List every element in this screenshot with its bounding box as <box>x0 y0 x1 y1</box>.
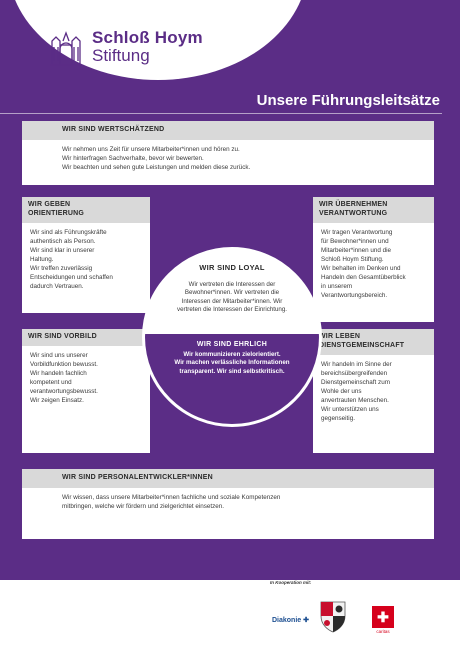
card-body: Wir handeln im Sinne der bereichsübergre… <box>313 355 434 430</box>
circle-line: Wir kommunizieren zielorientiert. <box>183 350 281 358</box>
card-vorbild: WIR SIND VORBILD Wir sind uns unserer Vo… <box>22 329 150 453</box>
card-line: Wir sind als Führungskräfte <box>30 228 107 236</box>
card-line: Wir behalten im Denken und <box>321 265 401 272</box>
card-heading: WIR SIND VORBILD <box>22 329 150 346</box>
logo-line-2: Stiftung <box>92 46 150 65</box>
card-heading-line: WIR LEBEN <box>319 333 361 340</box>
center-circle: WIR SIND LOYAL Wir vertreten die Interes… <box>142 247 322 427</box>
circle-heading: WIR SIND LOYAL <box>199 263 265 272</box>
card-line: Entscheidungen und schaffen <box>30 274 113 282</box>
card-body: Wir sind als Führungskräfte authentisch … <box>22 223 150 298</box>
card-line: Wir zeigen Einsatz. <box>30 397 84 405</box>
caritas-label: caritas <box>376 629 390 634</box>
card-body: Wir tragen Verantwortung für Bewohner*in… <box>313 223 434 307</box>
diakonie-logo: Diakonie ✚ <box>272 616 309 624</box>
card-line: Verantwortungsbereich. <box>321 292 388 300</box>
circle-heading: WIR SIND EHRLICH <box>196 340 268 348</box>
circle-line: Interessen der Mitarbeiter*innen. Wir <box>181 297 283 305</box>
card-line: Wir beachten und sehen gute Leistungen u… <box>62 164 251 171</box>
card-body: Wir wissen, dass unsere Mitarbeiter*inne… <box>22 488 434 517</box>
card-line: mitbringen, welche wir fördern und zielg… <box>62 502 225 510</box>
circle-line: Wir machen verlässliche Informationen <box>174 359 290 367</box>
card-line: Wir hinterfragen Sachverhalte, bevor wir… <box>62 154 204 162</box>
card-orientierung: WIR GEBEN ORIENTIERUNG Wir sind als Führ… <box>22 197 150 313</box>
card-body: Wir nehmen uns Zeit für unsere Mitarbeit… <box>22 140 434 178</box>
card-line: Wir nehmen uns Zeit für unsere Mitarbeit… <box>62 145 240 153</box>
card-personalentwickler: WIR SIND PERSONALENTWICKLER*INNEN Wir wi… <box>22 469 434 539</box>
card-line: in unserem <box>321 283 353 291</box>
card-line: Wir unterstützen uns <box>321 406 379 414</box>
card-line: bereichsübergreifenden <box>321 369 388 377</box>
circle-line: Wir vertreten die Interessen der <box>188 281 276 288</box>
card-heading: WIR SIND WERTSCHÄTZEND <box>22 121 434 140</box>
card-line: Wir treffen zuverlässig <box>30 265 93 272</box>
title-divider <box>0 113 442 114</box>
circle-line: vertreten die Interessen der Einrichtung… <box>176 306 288 314</box>
card-line: verantwortungsbewusst. <box>30 388 98 396</box>
card-heading: WIR ÜBERNEHMEN VERANTWORTUNG <box>313 197 434 223</box>
card-dienstgemeinschaft: WIR LEBEN DIENSTGEMEINSCHAFT Wir handeln… <box>313 329 434 453</box>
card-wertschaetzend: WIR SIND WERTSCHÄTZEND Wir nehmen uns Ze… <box>22 121 434 185</box>
card-heading-line: ORIENTIERUNG <box>28 209 85 217</box>
card-line: Mitarbeiter*innen und die <box>321 246 392 254</box>
card-line: Wir tragen Verantwortung <box>321 228 393 236</box>
card-heading-line: VERANTWORTUNG <box>319 209 388 217</box>
page-title: Unsere Führungsleitsätze <box>256 92 440 109</box>
card-line: Wir wissen, dass unsere Mitarbeiter*inne… <box>62 493 281 501</box>
card-line: Wir handeln im Sinne der <box>321 360 392 368</box>
caritas-flame-cross-icon: ✚ <box>372 606 394 628</box>
circle-line: transparent. Wir sind selbstkritisch. <box>179 367 285 375</box>
card-line: authentisch als Person. <box>30 237 96 245</box>
cooperation-label: In Kooperation mit: <box>270 580 312 585</box>
card-verantwortung: WIR ÜBERNEHMEN VERANTWORTUNG Wir tragen … <box>313 197 434 322</box>
card-line: dadurch Vertrauen. <box>30 283 84 291</box>
circle-body: Wir kommunizieren zielorientiert. Wir ma… <box>159 351 305 377</box>
card-line: Wohle der uns <box>321 387 362 395</box>
card-line: Wir sind klar in unserer <box>30 246 95 254</box>
card-line: anvertrauten Menschen. <box>321 397 389 404</box>
card-line: Handeln den Gesamtüberblick <box>321 274 406 282</box>
card-line: Wir sind uns unserer <box>30 351 88 359</box>
card-body: Wir sind uns unserer Vorbildfunktion bew… <box>22 346 150 412</box>
card-line: Vorbildfunktion bewusst. <box>30 360 98 368</box>
card-line: Haltung. <box>30 255 54 263</box>
diakonie-wordmark: Diakonie <box>272 617 302 624</box>
card-line: gegenseitig. <box>321 415 355 423</box>
logo: Schloß Hoym Stiftung <box>48 25 203 69</box>
castle-gate-icon <box>50 31 82 66</box>
coat-of-arms-icon <box>320 601 346 633</box>
card-line: Schloß Hoym Stiftung. <box>321 255 384 263</box>
logo-line-1: Schloß Hoym <box>92 28 203 48</box>
circle-ehrlich: WIR SIND EHRLICH Wir kommunizieren zielo… <box>145 333 319 424</box>
card-line: Wir handeln fachlich <box>30 370 87 377</box>
circle-loyal: WIR SIND LOYAL Wir vertreten die Interes… <box>145 250 319 334</box>
card-line: Dienstgemeinschaft zum <box>321 378 390 386</box>
circle-line: Bewohner*innen. Wir vertreten die <box>184 289 280 297</box>
card-heading-line: WIR GEBEN <box>28 201 71 208</box>
card-line: kompetent und <box>30 379 72 387</box>
card-heading: WIR GEBEN ORIENTIERUNG <box>22 197 150 223</box>
logo-wordmark: Schloß Hoym Stiftung <box>92 29 203 65</box>
card-heading: WIR SIND PERSONALENTWICKLER*INNEN <box>22 469 434 488</box>
card-heading-line: WIR ÜBERNEHMEN <box>319 201 388 208</box>
card-line: für Bewohner*innen und <box>321 237 389 245</box>
circle-body: Wir vertreten die Interessen der Bewohne… <box>163 281 301 314</box>
card-heading-line: DIENSTGEMEINSCHAFT <box>319 341 405 349</box>
caritas-logo: ✚ caritas <box>372 606 394 634</box>
diakonie-cross-icon: ✚ <box>303 617 310 624</box>
card-heading: WIR LEBEN DIENSTGEMEINSCHAFT <box>313 329 434 355</box>
